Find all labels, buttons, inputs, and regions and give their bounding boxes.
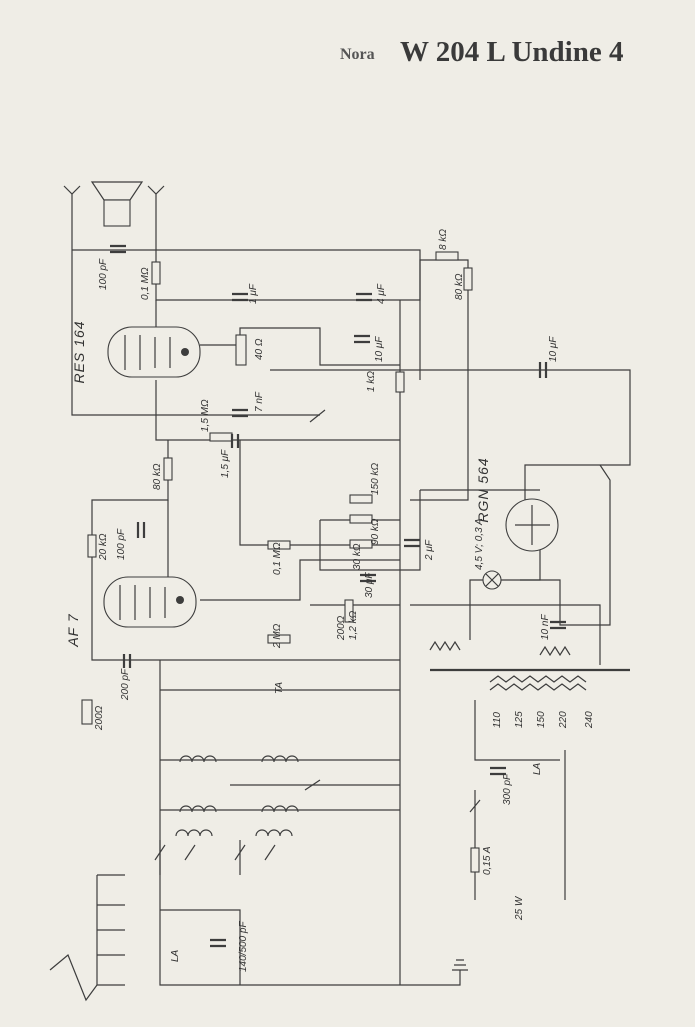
label-r20k: 20 kΩ	[98, 533, 109, 561]
tap-240: 240	[584, 711, 595, 729]
label-c2uf: 2 μF	[424, 539, 435, 561]
label-c10uf-b: 10 μF	[548, 336, 559, 362]
tap-125: 125	[514, 711, 525, 728]
tube-af7-label: AF 7	[65, 613, 81, 648]
tube-res164-label: RES 164	[71, 320, 87, 383]
label-c300pf: 300 pF	[502, 773, 513, 805]
label-c100pf-b: 100 pF	[116, 528, 127, 560]
label-r200: 200Ω	[336, 615, 347, 641]
switches	[154, 409, 481, 861]
tube-rgn564-label: RGN 564	[475, 457, 491, 522]
label-c200pf: 200 pF	[120, 668, 131, 701]
label-c140: 140/500 pF	[238, 921, 249, 972]
label-c10nf: 10 nF	[540, 614, 551, 640]
tap-110: 110	[492, 712, 503, 728]
label-r30k: 30 kΩ	[352, 543, 363, 570]
capacitors	[110, 244, 566, 948]
resistors	[81, 251, 480, 873]
pilot-lamp	[482, 570, 502, 590]
label-c15uf: 1,5 μF	[220, 449, 231, 478]
ground	[452, 959, 468, 971]
tube-rgn564	[505, 498, 559, 552]
label-r01m-b: 0,1 MΩ	[272, 542, 283, 575]
label-c100pf: 100 pF	[98, 258, 109, 290]
label-r2m: 2 MΩ	[272, 623, 283, 649]
label-r40: 40 Ω	[254, 338, 265, 360]
tap-220: 220	[558, 711, 569, 729]
label-pilot: 4,5 V; 0,3 A	[474, 518, 485, 570]
label-r80k-top: 80 kΩ	[454, 273, 465, 300]
speaker	[63, 181, 165, 250]
label-r01m: 0,1 MΩ	[140, 267, 151, 300]
label-r200-b: 200Ω	[94, 705, 105, 731]
label-la2: LA	[170, 949, 181, 962]
label-r8k: 8 kΩ	[438, 229, 449, 250]
label-ta: TA	[274, 682, 285, 694]
model-title: W 204 L Undine 4	[400, 36, 624, 68]
coils	[175, 640, 587, 837]
label-c7nf: 7 nF	[254, 391, 265, 412]
label-r150k: 150 kΩ	[370, 463, 381, 495]
label-power: 25 W	[514, 895, 525, 921]
label-c4uf: 4 μF	[376, 283, 387, 304]
label-fuse: 0,15 A	[482, 846, 493, 875]
label-r12k: 1,2 kΩ	[348, 610, 359, 640]
label-r90k: 90 kΩ	[370, 518, 381, 545]
label-r80k-mid: 80 kΩ	[152, 463, 163, 490]
label-la1: LA	[532, 762, 543, 775]
label-c1uf: 1 μF	[248, 283, 259, 304]
maker-label: Nora	[340, 46, 375, 63]
label-c10uf-a: 10 μF	[374, 336, 385, 362]
label-r15m: 1,5 MΩ	[200, 399, 211, 432]
tube-af7	[103, 576, 197, 628]
label-c30uf: 30 μF	[364, 572, 375, 598]
tap-150: 150	[536, 711, 547, 728]
label-r1k: 1 kΩ	[366, 371, 377, 392]
tube-res164	[107, 326, 201, 378]
antenna	[49, 954, 98, 1002]
